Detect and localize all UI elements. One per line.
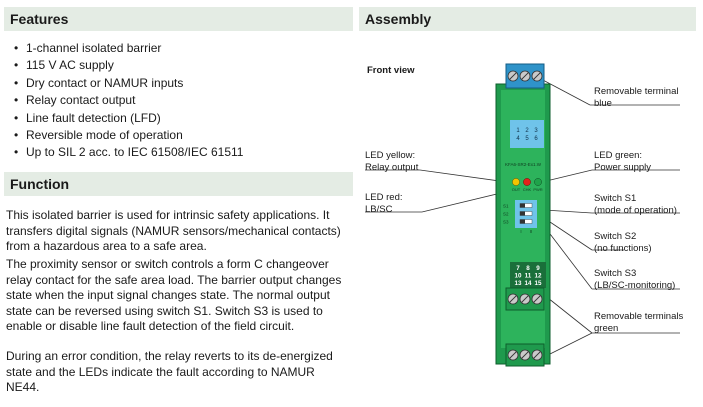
function-paragraph: This isolated barrier is used for intrin… xyxy=(6,208,341,253)
terminal-number: 5 xyxy=(525,136,529,142)
list-item: Line fault detection (LFD) xyxy=(14,110,344,128)
switch-knob xyxy=(520,203,525,208)
terminal-number: 11 xyxy=(525,273,532,280)
list-item: Dry contact or NAMUR inputs xyxy=(14,75,344,93)
list-item: 1-channel isolated barrier xyxy=(14,40,344,58)
switch-label: S1 xyxy=(503,204,509,209)
label-terminals-green: Removable terminals green xyxy=(594,311,684,334)
label-led-green: LED green: Power supply xyxy=(594,150,652,173)
terminal-number: 10 xyxy=(514,273,522,280)
screw-icon xyxy=(531,293,543,305)
features-heading: Features xyxy=(4,7,353,31)
label-switch-s3: Switch S3 (LB/SC-monitoring) xyxy=(594,268,676,291)
label-led-red: LED red: LB/SC xyxy=(365,192,403,215)
terminal-number: 6 xyxy=(534,136,538,142)
terminal-number: 13 xyxy=(514,280,522,287)
callout-lines xyxy=(365,78,680,356)
screw-icon xyxy=(519,293,531,305)
switch-label: S3 xyxy=(503,220,509,225)
terminal-number: 1 xyxy=(516,128,520,134)
led-green xyxy=(534,178,542,186)
terminal-number: 2 xyxy=(525,128,529,134)
function-paragraph: The proximity sensor or switch controls … xyxy=(6,257,342,333)
switch-position-label: II xyxy=(530,229,533,234)
terminal-number-panel-top xyxy=(510,120,544,148)
terminal-number: 3 xyxy=(534,128,538,134)
switch-label: S2 xyxy=(503,212,509,217)
led-label: PWR xyxy=(533,187,542,192)
terminal-number: 7 xyxy=(516,265,520,272)
screw-icon xyxy=(507,293,519,305)
front-view-label: Front view xyxy=(367,65,415,76)
screw-icon xyxy=(507,349,519,361)
label-led-yellow: LED yellow: Relay output xyxy=(365,150,419,173)
terminal-number: 4 xyxy=(516,136,520,142)
switch-knob xyxy=(520,211,525,216)
label-switch-s2: Switch S2 (no functions) xyxy=(594,231,652,254)
terminal-number: 8 xyxy=(526,265,530,272)
function-heading: Function xyxy=(4,172,353,196)
screw-icon xyxy=(531,70,543,82)
list-item: Reversible mode of operation xyxy=(14,127,344,145)
switch-knob xyxy=(520,219,525,224)
list-item: 115 V AC supply xyxy=(14,57,344,75)
screw-icon xyxy=(519,349,531,361)
function-paragraph: During an error condition, the relay rev… xyxy=(6,349,333,394)
led-yellow xyxy=(512,178,520,186)
assembly-heading: Assembly xyxy=(359,7,696,31)
list-item: Relay contact output xyxy=(14,92,344,110)
led-label: OUT xyxy=(512,187,521,192)
terminal-number: 15 xyxy=(534,280,542,287)
list-item: Up to SIL 2 acc. to IEC 61508/IEC 61511 xyxy=(14,144,344,162)
screw-icon xyxy=(519,70,531,82)
features-list: 1-channel isolated barrier 115 V AC supp… xyxy=(14,40,344,162)
model-label: KFA6-SR2-Ex1.W xyxy=(505,162,542,167)
label-terminal-blue: Removable terminal blue xyxy=(594,86,679,109)
screw-icon xyxy=(531,349,543,361)
screw-icon xyxy=(507,70,519,82)
terminal-number-panel-bottom xyxy=(510,262,546,288)
label-switch-s1: Switch S1 (mode of operation) xyxy=(594,193,677,216)
led-label: CHK xyxy=(523,187,532,192)
terminal-number: 14 xyxy=(524,280,532,287)
switch-position-label: I xyxy=(520,229,521,234)
terminal-number: 9 xyxy=(536,265,540,272)
terminal-number: 12 xyxy=(534,273,542,280)
led-red xyxy=(523,178,531,186)
